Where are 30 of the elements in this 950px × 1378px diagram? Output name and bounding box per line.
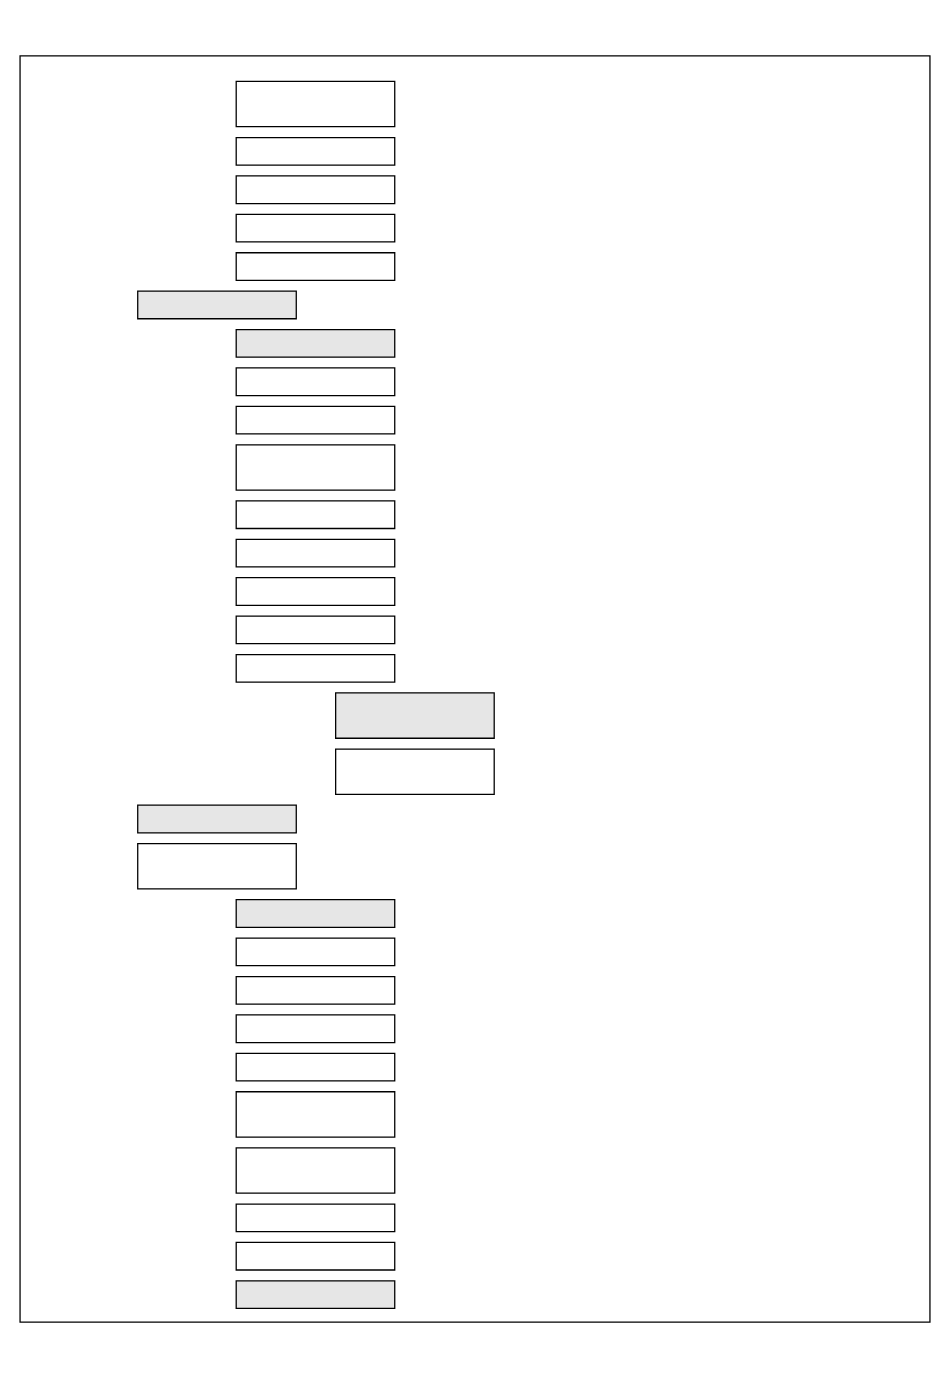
node-box xyxy=(235,500,396,530)
node-box xyxy=(235,1052,396,1082)
node-box xyxy=(335,692,495,739)
node-box xyxy=(235,444,396,491)
node-box xyxy=(137,290,297,320)
node-box xyxy=(335,748,495,795)
node-box xyxy=(235,1014,396,1044)
node-box xyxy=(235,1241,396,1271)
node-box xyxy=(137,804,297,834)
node-box xyxy=(235,1203,396,1233)
node-box xyxy=(235,975,396,1005)
node-box xyxy=(235,1091,396,1138)
node-box xyxy=(235,175,396,205)
node-box xyxy=(235,213,396,243)
node-box xyxy=(137,842,297,890)
node-box xyxy=(235,615,396,645)
node-box xyxy=(235,653,396,683)
node-box xyxy=(235,1280,396,1310)
node-box xyxy=(235,328,396,358)
node-box xyxy=(235,538,396,568)
node-box xyxy=(235,405,396,435)
node-box xyxy=(235,577,396,606)
node-box xyxy=(235,1147,396,1194)
node-box xyxy=(235,367,396,397)
node-box xyxy=(235,136,396,166)
node-box xyxy=(235,899,396,928)
node-box xyxy=(235,937,396,967)
node-box xyxy=(235,80,396,128)
cluster xyxy=(19,55,931,1323)
node-box xyxy=(235,252,396,281)
